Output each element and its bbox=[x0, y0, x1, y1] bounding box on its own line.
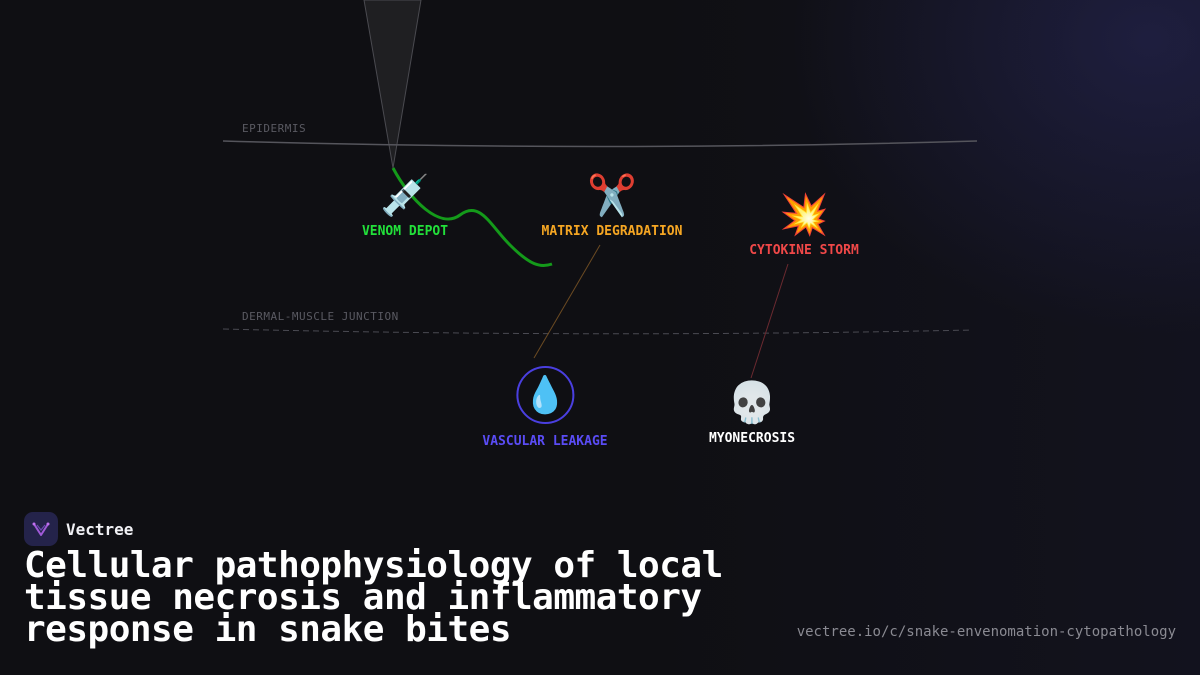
page-url[interactable]: vectree.io/c/snake-envenomation-cytopath… bbox=[796, 624, 1176, 640]
vascular-leakage-label: VASCULAR LEAKAGE bbox=[482, 434, 608, 449]
epidermis-line bbox=[222, 140, 978, 148]
node-matrix-degradation[interactable]: ✂️ MATRIX DEGRADATION bbox=[542, 172, 683, 239]
vectree-logo-icon bbox=[24, 512, 58, 546]
node-myonecrosis[interactable]: 💀 MYONECROSIS bbox=[709, 379, 795, 446]
epidermis-label: EPIDERMIS bbox=[242, 122, 307, 135]
venom-depot-label: VENOM DEPOT bbox=[361, 224, 449, 239]
node-cytokine-storm[interactable]: 💥 CYTOKINE STORM bbox=[749, 191, 859, 258]
droplet-icon: 💧 bbox=[522, 375, 568, 416]
node-vascular-leakage[interactable]: 💧 VASCULAR LEAKAGE bbox=[482, 366, 608, 449]
fang-shape bbox=[363, 0, 422, 169]
vascular-ring: 💧 bbox=[515, 366, 574, 424]
connector-cytokine-myonecrosis bbox=[750, 263, 789, 379]
node-venom-depot[interactable]: 💉 VENOM DEPOT bbox=[362, 172, 448, 239]
matrix-degradation-label: MATRIX DEGRADATION bbox=[541, 224, 683, 239]
myonecrosis-label: MYONECROSIS bbox=[708, 431, 796, 446]
syringe-icon: 💉 bbox=[380, 173, 430, 219]
junction-label: DERMAL-MUSCLE JUNCTION bbox=[242, 310, 399, 323]
venom-spread-path bbox=[391, 167, 553, 268]
cytokine-storm-label: CYTOKINE STORM bbox=[749, 243, 859, 258]
junction-line bbox=[222, 328, 973, 335]
explosion-icon: 💥 bbox=[779, 192, 829, 238]
skull-icon: 💀 bbox=[727, 380, 777, 426]
page-title: Cellular pathophysiology of local tissue… bbox=[24, 545, 723, 650]
scissors-icon: ✂️ bbox=[587, 173, 637, 219]
brand-name: Vectree bbox=[66, 519, 134, 539]
brand[interactable]: Vectree bbox=[24, 512, 133, 546]
connector-matrix-vascular bbox=[533, 244, 601, 359]
